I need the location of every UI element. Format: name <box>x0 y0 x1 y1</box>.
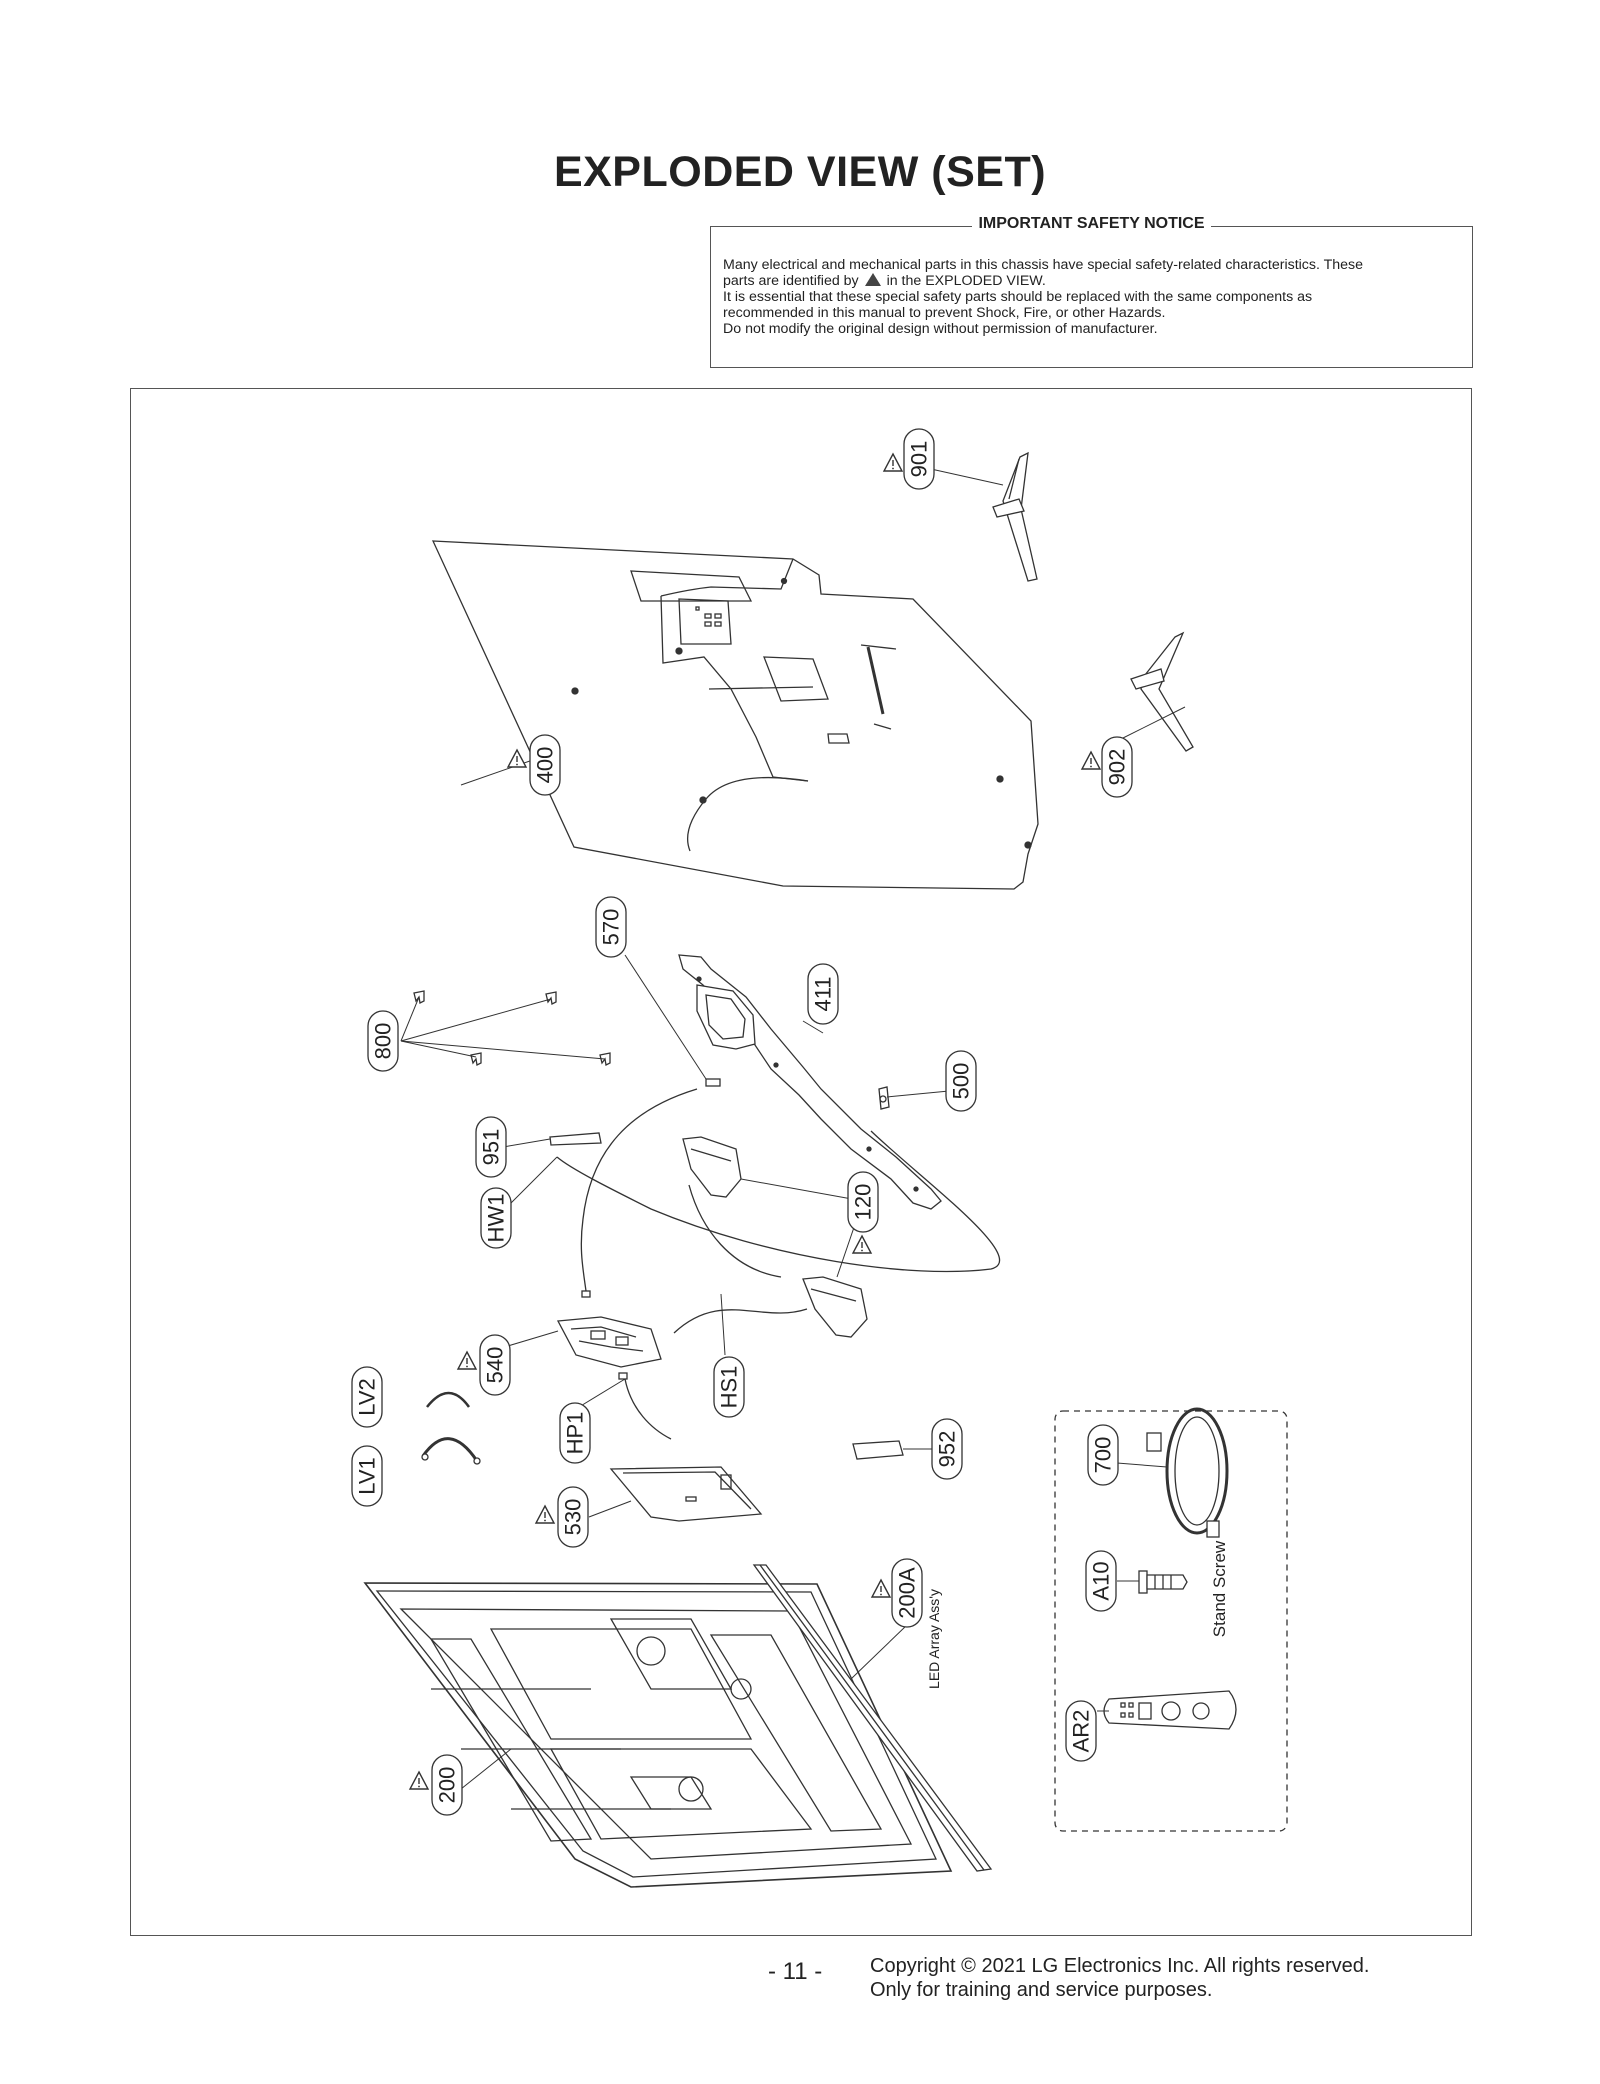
leader-lines <box>400 468 1186 1790</box>
accessories-box <box>1054 1410 1288 1832</box>
callout-lv2-label: LV2 <box>355 1378 380 1416</box>
callout-hp1: HP1 <box>559 1402 591 1464</box>
callout-530-label: 530 <box>561 1499 586 1536</box>
callout-lv2: LV2 <box>351 1366 383 1428</box>
notice-line-3: It is essential that these special safet… <box>723 289 1313 305</box>
page-number: - 11 - <box>768 1958 823 1985</box>
safety-120-icon <box>852 1235 872 1254</box>
callout-700-label: 700 <box>1091 1437 1116 1474</box>
callout-901: 901 <box>903 428 935 490</box>
notice-line-2: parts are identified by in the EXPLODED … <box>723 273 1046 289</box>
callout-700: 700 <box>1087 1424 1119 1486</box>
part-500-drawing <box>878 1086 890 1110</box>
callout-540-label: 540 <box>483 1347 508 1384</box>
bracket-411-drawing <box>678 954 942 1210</box>
callout-hs1-label: HS1 <box>717 1366 742 1409</box>
safety-902-icon <box>1081 751 1101 770</box>
callout-411-label: 411 <box>811 976 836 1011</box>
callout-200: 200 <box>431 1754 463 1816</box>
callout-hw1: HW1 <box>480 1187 512 1249</box>
callout-120: 120 <box>847 1171 879 1233</box>
callout-400: 400 <box>529 734 561 796</box>
callout-hp1-label: HP1 <box>563 1412 588 1455</box>
callout-952: 952 <box>931 1418 963 1480</box>
notice-line-1: Many electrical and mechanical parts in … <box>723 257 1364 273</box>
safety-200a-icon <box>871 1579 891 1598</box>
callout-540: 540 <box>479 1334 511 1396</box>
main-board-540-drawing <box>556 1316 662 1368</box>
exploded-view-diagram: 901 902 400 570 411 800 500 951 120 HW1 <box>130 388 1472 1936</box>
panel-200-drawing <box>363 1582 953 1888</box>
clips-800-drawing <box>413 990 611 1066</box>
callout-hw1-label: HW1 <box>484 1194 509 1243</box>
wire-harnesses-drawing <box>556 1088 1001 1440</box>
notice-line-4: recommended in this manual to prevent Sh… <box>723 305 1166 321</box>
callout-a10: A10 <box>1085 1550 1117 1612</box>
callout-902-label: 902 <box>1105 749 1130 786</box>
callout-800-label: 800 <box>371 1023 396 1060</box>
callout-902: 902 <box>1101 736 1133 798</box>
screw-a10-drawing <box>1138 1570 1188 1594</box>
part-570-drawing <box>705 1078 721 1087</box>
safety-901-icon <box>883 453 903 472</box>
page-title: EXPLODED VIEW (SET) <box>553 148 1047 196</box>
power-cord-700-drawing <box>1146 1407 1229 1538</box>
callout-800: 800 <box>367 1010 399 1072</box>
callout-400-label: 400 <box>533 747 558 784</box>
led-array-note: LED Array Ass'y <box>926 1589 942 1689</box>
warning-triangle-icon <box>864 273 881 286</box>
callout-200a-label: 200A <box>895 1567 920 1619</box>
part-951-drawing <box>549 1132 602 1146</box>
callout-951-label: 951 <box>479 1129 504 1166</box>
callout-a10-label: A10 <box>1089 1561 1114 1600</box>
notice-line-5: Do not modify the original design withou… <box>723 321 1158 337</box>
part-952-drawing <box>852 1440 904 1460</box>
callout-901-label: 901 <box>907 441 932 478</box>
back-cover-drawing <box>431 540 1039 890</box>
stand-screw-note: Stand Screw <box>1210 1540 1229 1637</box>
callout-570-label: 570 <box>599 909 624 946</box>
callout-500: 500 <box>945 1050 977 1112</box>
copyright-line-1: Copyright © 2021 LG Electronics Inc. All… <box>870 1955 1370 1977</box>
callout-500-label: 500 <box>949 1063 974 1100</box>
power-board-530-drawing <box>609 1466 763 1522</box>
copyright-footer: Copyright © 2021 LG Electronics Inc. All… <box>870 1954 1369 2002</box>
safety-notice-box: IMPORTANT SAFETY NOTICE Many electrical … <box>710 215 1473 368</box>
safety-notice-body: Many electrical and mechanical parts in … <box>723 257 1460 337</box>
callout-411: 411 <box>807 963 839 1025</box>
callout-ar2: AR2 <box>1065 1700 1097 1762</box>
callout-200-label: 200 <box>435 1767 460 1804</box>
callout-530: 530 <box>557 1486 589 1548</box>
remote-ar2-drawing <box>1103 1690 1237 1730</box>
copyright-line-2: Only for training and service purposes. <box>870 1979 1213 2001</box>
lvds-cables-drawing <box>421 1391 481 1465</box>
speakers-120-drawing <box>682 1136 868 1338</box>
safety-540-icon <box>457 1351 477 1370</box>
callout-hs1: HS1 <box>713 1356 745 1418</box>
led-bar-200a-drawing <box>752 1564 993 1872</box>
stand-902-drawing <box>1130 631 1194 752</box>
stand-901-drawing <box>992 451 1038 582</box>
safety-400-icon <box>507 749 527 768</box>
callout-570: 570 <box>595 896 627 958</box>
callout-lv1: LV1 <box>351 1445 383 1507</box>
callout-lv1-label: LV1 <box>355 1457 380 1495</box>
callout-120-label: 120 <box>851 1184 876 1221</box>
safety-530-icon <box>535 1505 555 1524</box>
callout-200a: 200A <box>891 1558 923 1628</box>
safety-200-icon <box>409 1771 429 1790</box>
callout-951: 951 <box>475 1116 507 1178</box>
safety-notice-title: IMPORTANT SAFETY NOTICE <box>711 215 1472 233</box>
callout-ar2-label: AR2 <box>1069 1710 1094 1753</box>
callout-952-label: 952 <box>935 1431 960 1468</box>
